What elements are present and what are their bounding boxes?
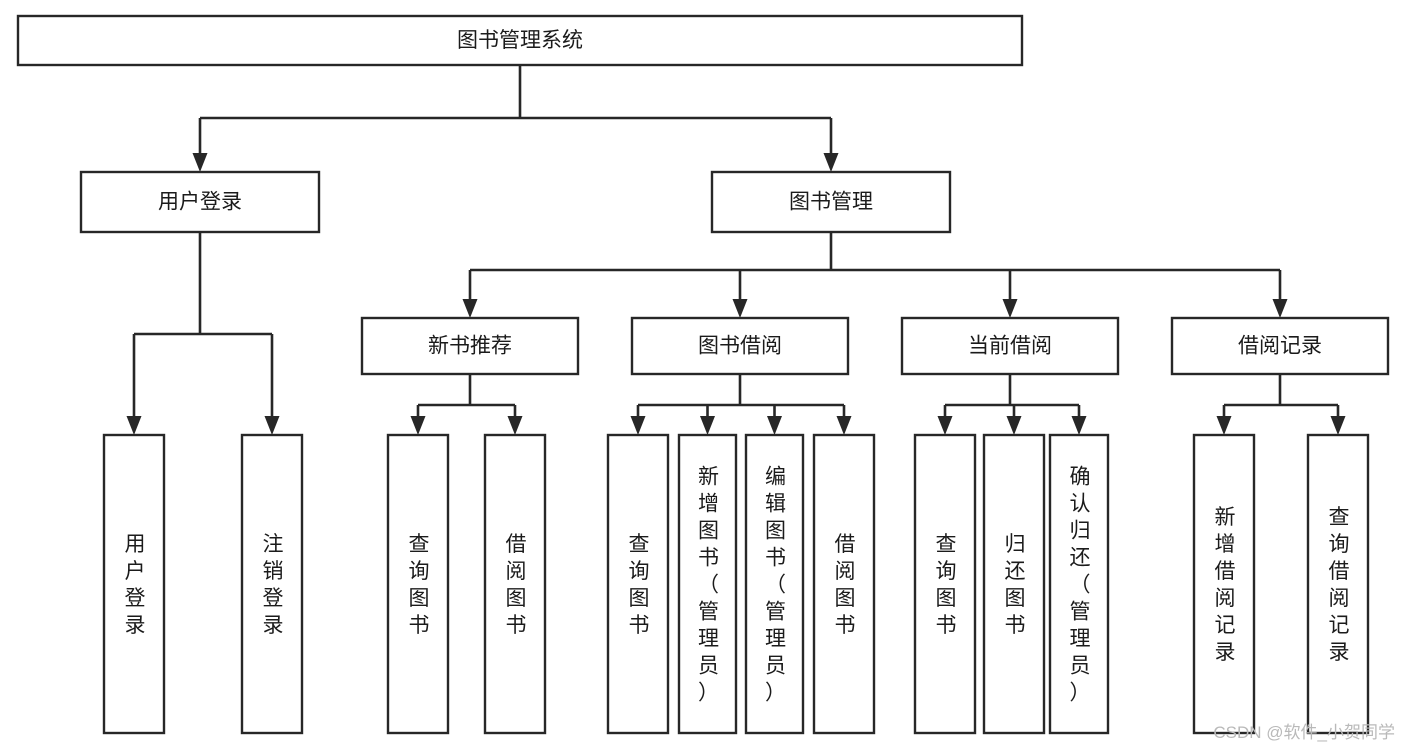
arrow-head-icon — [767, 416, 782, 435]
arrow-head-icon — [823, 153, 839, 172]
node-label: 查询借阅记录 — [1329, 506, 1350, 664]
arrow-head-icon — [462, 299, 478, 318]
node-label: 借阅记录 — [1238, 335, 1322, 358]
node-rect[interactable] — [1170, 316, 1390, 376]
node-label: 借阅图书 — [506, 533, 527, 637]
node-leaf[interactable]: 借阅图书 — [483, 433, 547, 735]
node-root[interactable]: 图书管理系统 — [16, 14, 1024, 67]
node-leaf[interactable]: 借阅图书 — [812, 433, 876, 735]
node-rect[interactable] — [483, 433, 547, 735]
node-label: 图书借阅 — [698, 335, 782, 358]
node-rect[interactable] — [1192, 433, 1256, 735]
node-label: 注销登录 — [263, 533, 284, 637]
arrow-head-icon — [410, 416, 426, 435]
node-label: 用户登录 — [158, 191, 242, 214]
arrow-head-icon — [700, 416, 715, 435]
connector-lines — [126, 65, 1346, 435]
node-label: 确认归还（管理员） — [1070, 466, 1091, 705]
node-rect[interactable] — [913, 433, 977, 735]
arrow-head-icon — [126, 416, 142, 435]
node-level3[interactable]: 借阅记录 — [1170, 316, 1390, 376]
node-leaf[interactable]: 归还图书 — [982, 433, 1046, 735]
node-leaf[interactable]: 编辑图书（管理员） — [744, 433, 805, 735]
node-rect[interactable] — [386, 433, 450, 735]
node-rect[interactable] — [240, 433, 304, 735]
node-leaf[interactable]: 查询借阅记录 — [1306, 433, 1370, 735]
node-label: 查询图书 — [629, 533, 650, 637]
arrow-head-icon — [507, 416, 523, 435]
arrow-head-icon — [732, 299, 748, 318]
node-label: 借阅图书 — [835, 533, 856, 637]
node-label: 新增图书（管理员） — [698, 466, 719, 705]
node-leaf[interactable]: 确认归还（管理员） — [1048, 433, 1110, 735]
arrow-head-icon — [1272, 299, 1288, 318]
node-leaf[interactable]: 新增借阅记录 — [1192, 433, 1256, 735]
node-rect[interactable] — [102, 433, 166, 735]
node-leaf[interactable]: 查询图书 — [386, 433, 450, 735]
node-label: 编辑图书（管理员） — [765, 466, 786, 705]
node-rect[interactable] — [677, 433, 738, 735]
node-rect[interactable] — [630, 316, 850, 376]
node-label: 用户登录 — [125, 533, 146, 637]
node-leaf[interactable]: 用户登录 — [102, 433, 166, 735]
node-leaf[interactable]: 注销登录 — [240, 433, 304, 735]
node-label: 归还图书 — [1005, 533, 1026, 637]
arrow-head-icon — [836, 416, 852, 435]
node-boxes: 图书管理系统用户登录图书管理新书推荐图书借阅当前借阅借阅记录用户登录注销登录查询… — [16, 14, 1390, 735]
arrow-head-icon — [1330, 416, 1346, 435]
node-level3[interactable]: 新书推荐 — [360, 316, 580, 376]
csdn-watermark: CSDN @软件_小贺同学 — [1213, 723, 1395, 742]
node-level2[interactable]: 用户登录 — [79, 170, 321, 234]
node-label: 新增借阅记录 — [1215, 506, 1236, 664]
arrow-head-icon — [937, 416, 953, 435]
node-level2[interactable]: 图书管理 — [710, 170, 952, 234]
node-rect[interactable] — [982, 433, 1046, 735]
node-rect[interactable] — [1048, 433, 1110, 735]
node-leaf[interactable]: 查询图书 — [606, 433, 670, 735]
node-rect[interactable] — [744, 433, 805, 735]
node-leaf[interactable]: 新增图书（管理员） — [677, 433, 738, 735]
arrow-head-icon — [1071, 416, 1087, 435]
node-label: 图书管理系统 — [457, 29, 583, 52]
node-rect[interactable] — [360, 316, 580, 376]
node-label: 查询图书 — [936, 533, 957, 637]
arrow-head-icon — [192, 153, 208, 172]
node-rect[interactable] — [79, 170, 321, 234]
node-label: 当前借阅 — [968, 335, 1052, 358]
node-leaf[interactable]: 查询图书 — [913, 433, 977, 735]
node-label: 图书管理 — [789, 191, 873, 214]
node-rect[interactable] — [606, 433, 670, 735]
arrow-head-icon — [1002, 299, 1018, 318]
node-level3[interactable]: 图书借阅 — [630, 316, 850, 376]
node-rect[interactable] — [900, 316, 1120, 376]
arrow-head-icon — [1216, 416, 1232, 435]
node-rect[interactable] — [812, 433, 876, 735]
node-rect[interactable] — [1306, 433, 1370, 735]
arrow-head-icon — [630, 416, 646, 435]
node-rect[interactable] — [16, 14, 1024, 67]
node-rect[interactable] — [710, 170, 952, 234]
node-level3[interactable]: 当前借阅 — [900, 316, 1120, 376]
arrow-head-icon — [1006, 416, 1022, 435]
node-label: 查询图书 — [409, 533, 430, 637]
arrow-head-icon — [264, 416, 280, 435]
node-label: 新书推荐 — [428, 335, 512, 358]
